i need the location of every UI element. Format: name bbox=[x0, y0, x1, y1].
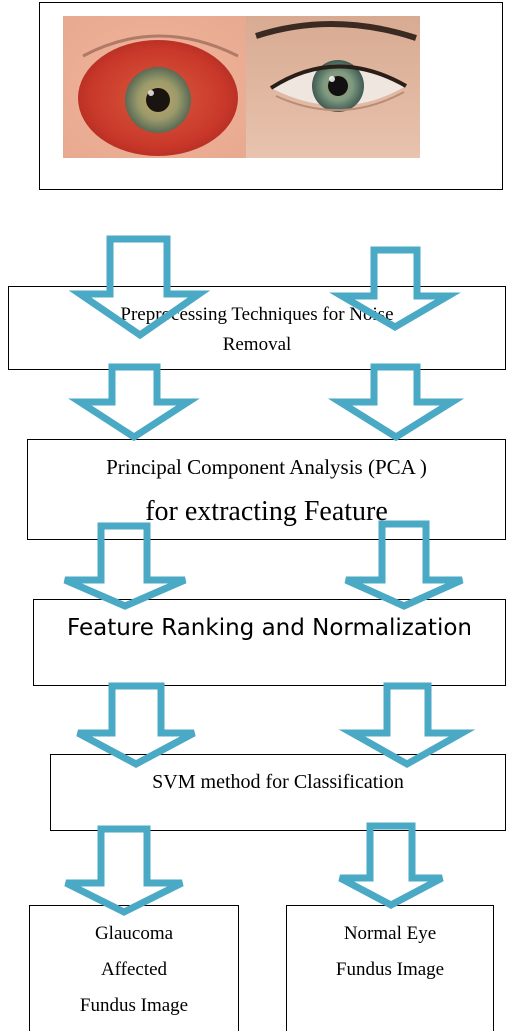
arrow-left-4 bbox=[76, 682, 196, 768]
arrow-right-5 bbox=[338, 822, 444, 909]
arrow-right-4 bbox=[338, 682, 476, 769]
arrow-left-3 bbox=[63, 522, 187, 610]
preprocessing-line2: Removal bbox=[222, 334, 292, 355]
arrow-right-2 bbox=[327, 363, 465, 442]
svm-label: SVM method for Classification bbox=[152, 771, 404, 793]
arrow-right-3 bbox=[344, 520, 464, 610]
pca-line1: Principal Component Analysis (PCA ) bbox=[106, 455, 427, 479]
glaucoma-line2: Affected bbox=[100, 959, 168, 980]
normal-output-box bbox=[286, 905, 494, 1031]
preprocessing-line1: Preprocessing Techniques for Noise bbox=[120, 304, 394, 325]
svm-box bbox=[50, 754, 506, 831]
pca-line2: for extracting Feature bbox=[145, 496, 388, 527]
glaucoma-output-box bbox=[29, 905, 239, 1031]
normal-eye-image bbox=[246, 16, 420, 158]
red-eye-image bbox=[63, 16, 246, 158]
normal-line2: Fundus Image bbox=[335, 959, 445, 980]
feature-ranking-label: Feature Ranking and Normalization bbox=[67, 615, 472, 641]
normal-line1: Normal Eye bbox=[343, 923, 437, 944]
arrow-left-1 bbox=[68, 235, 211, 340]
arrow-left-5 bbox=[64, 825, 184, 916]
arrow-right-1 bbox=[329, 246, 461, 332]
feature-ranking-box bbox=[33, 599, 506, 686]
glaucoma-line3: Fundus Image bbox=[79, 995, 189, 1016]
arrow-left-2 bbox=[68, 363, 200, 442]
glaucoma-line1: Glaucoma bbox=[94, 923, 174, 944]
